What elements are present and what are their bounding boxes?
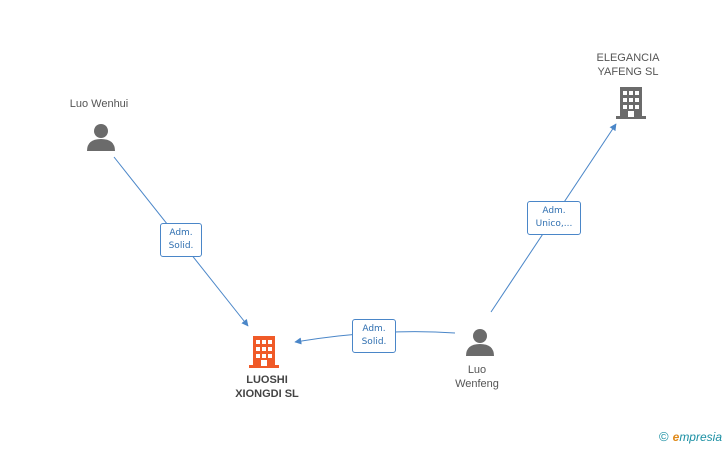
- edge-label-wenfeng-luoshi[interactable]: Adm. Solid.: [352, 319, 396, 353]
- brand-initial: e: [672, 430, 680, 444]
- copyright-icon: ©: [659, 429, 669, 444]
- node-label-luo-wenfeng: Luo Wenfeng: [455, 364, 499, 390]
- person-icon-luo-wenfeng[interactable]: [466, 329, 494, 356]
- edge-label-wenhui-luoshi[interactable]: Adm. Solid.: [160, 223, 202, 257]
- node-label-luo-wenhui: Luo Wenhui: [69, 98, 129, 110]
- brand-name: mpresia: [679, 430, 722, 444]
- node-label-luoshi: LUOSHI XIONGDI SL: [235, 374, 299, 400]
- person-icon-luo-wenhui[interactable]: [87, 124, 115, 151]
- node-label-elegancia: ELEGANCIA YAFENG SL: [596, 52, 660, 78]
- empresia-logo: ©empresia: [659, 429, 722, 444]
- building-icon-elegancia[interactable]: [616, 87, 646, 119]
- building-icon-luoshi[interactable]: [249, 336, 279, 368]
- edge-label-wenfeng-elegancia[interactable]: Adm. Unico,...: [527, 201, 581, 235]
